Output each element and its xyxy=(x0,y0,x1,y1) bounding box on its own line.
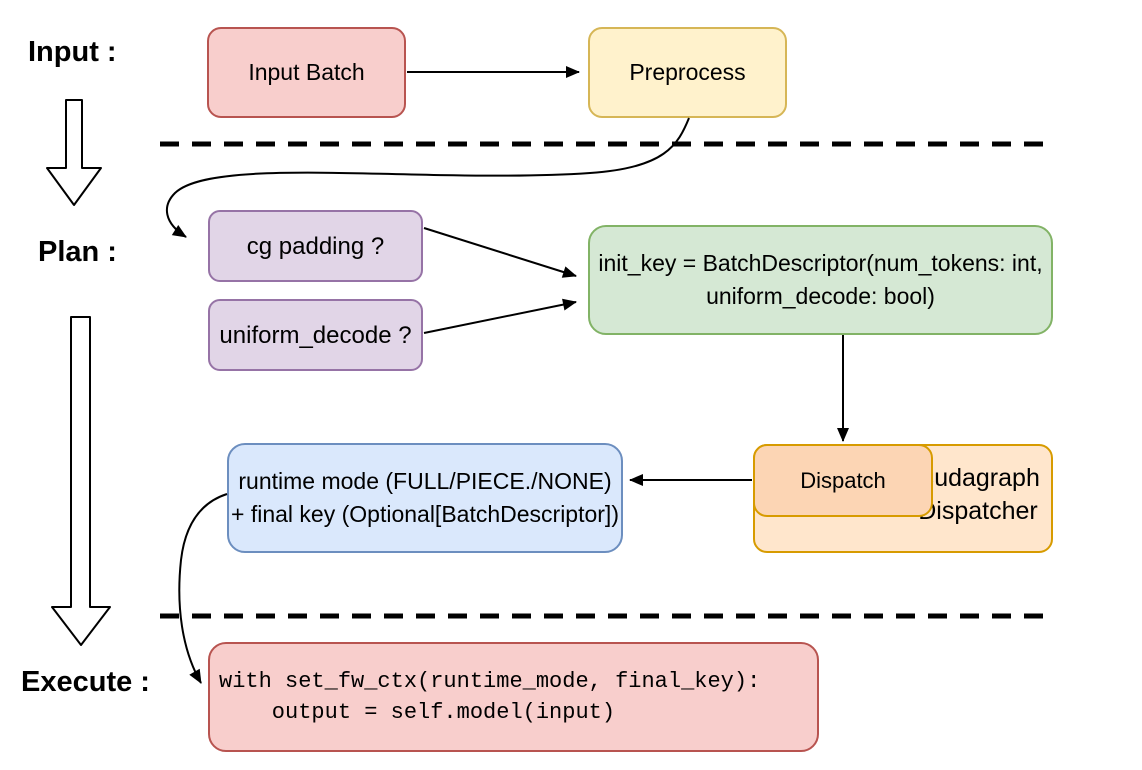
node-init-key-line1: init_key = BatchDescriptor(num_tokens: i… xyxy=(598,250,1043,276)
node-preprocess-label: Preprocess xyxy=(629,59,746,85)
hollow-arrow-input-to-plan xyxy=(46,99,102,206)
node-uniform-decode: uniform_decode ? xyxy=(208,299,423,371)
node-runtime-result: runtime mode (FULL/PIECE./NONE) + final … xyxy=(227,443,623,553)
node-init-key: init_key = BatchDescriptor(num_tokens: i… xyxy=(588,225,1053,335)
section-label-execute: Execute : xyxy=(21,666,150,698)
node-cudagraph-dispatcher-label: Cudagraph Dispatcher xyxy=(903,462,1053,528)
connector-cgpadding-to-initkey xyxy=(423,227,577,278)
connector-uniformdecode-to-initkey xyxy=(423,298,577,334)
node-init-key-line2: uniform_decode: bool) xyxy=(706,283,935,309)
node-input-batch-label: Input Batch xyxy=(248,59,365,85)
cudagraph-dispatcher-line1: Cudagraph xyxy=(916,464,1040,492)
node-runtime-result-line1: runtime mode (FULL/PIECE./NONE) xyxy=(238,468,612,494)
execute-code-line1: with set_fw_ctx(runtime_mode, final_key)… xyxy=(219,669,761,694)
execute-code-line2: output = self.model(input) xyxy=(219,700,616,725)
section-label-input: Input : xyxy=(28,36,117,68)
node-runtime-result-line2: + final key (Optional[BatchDescriptor]) xyxy=(231,501,619,527)
node-dispatch: Dispatch xyxy=(753,444,933,517)
node-input-batch: Input Batch xyxy=(207,27,406,118)
section-label-plan: Plan : xyxy=(38,236,117,268)
hollow-arrow-plan-to-execute xyxy=(51,316,111,646)
node-dispatch-label: Dispatch xyxy=(800,468,886,493)
node-execute-code: with set_fw_ctx(runtime_mode, final_key)… xyxy=(208,642,819,752)
cudagraph-dispatcher-line2: Dispatcher xyxy=(918,497,1038,525)
node-cg-padding-label: cg padding ? xyxy=(246,232,385,260)
node-uniform-decode-label: uniform_decode ? xyxy=(219,321,412,349)
node-preprocess: Preprocess xyxy=(588,27,787,118)
node-cg-padding: cg padding ? xyxy=(208,210,423,282)
